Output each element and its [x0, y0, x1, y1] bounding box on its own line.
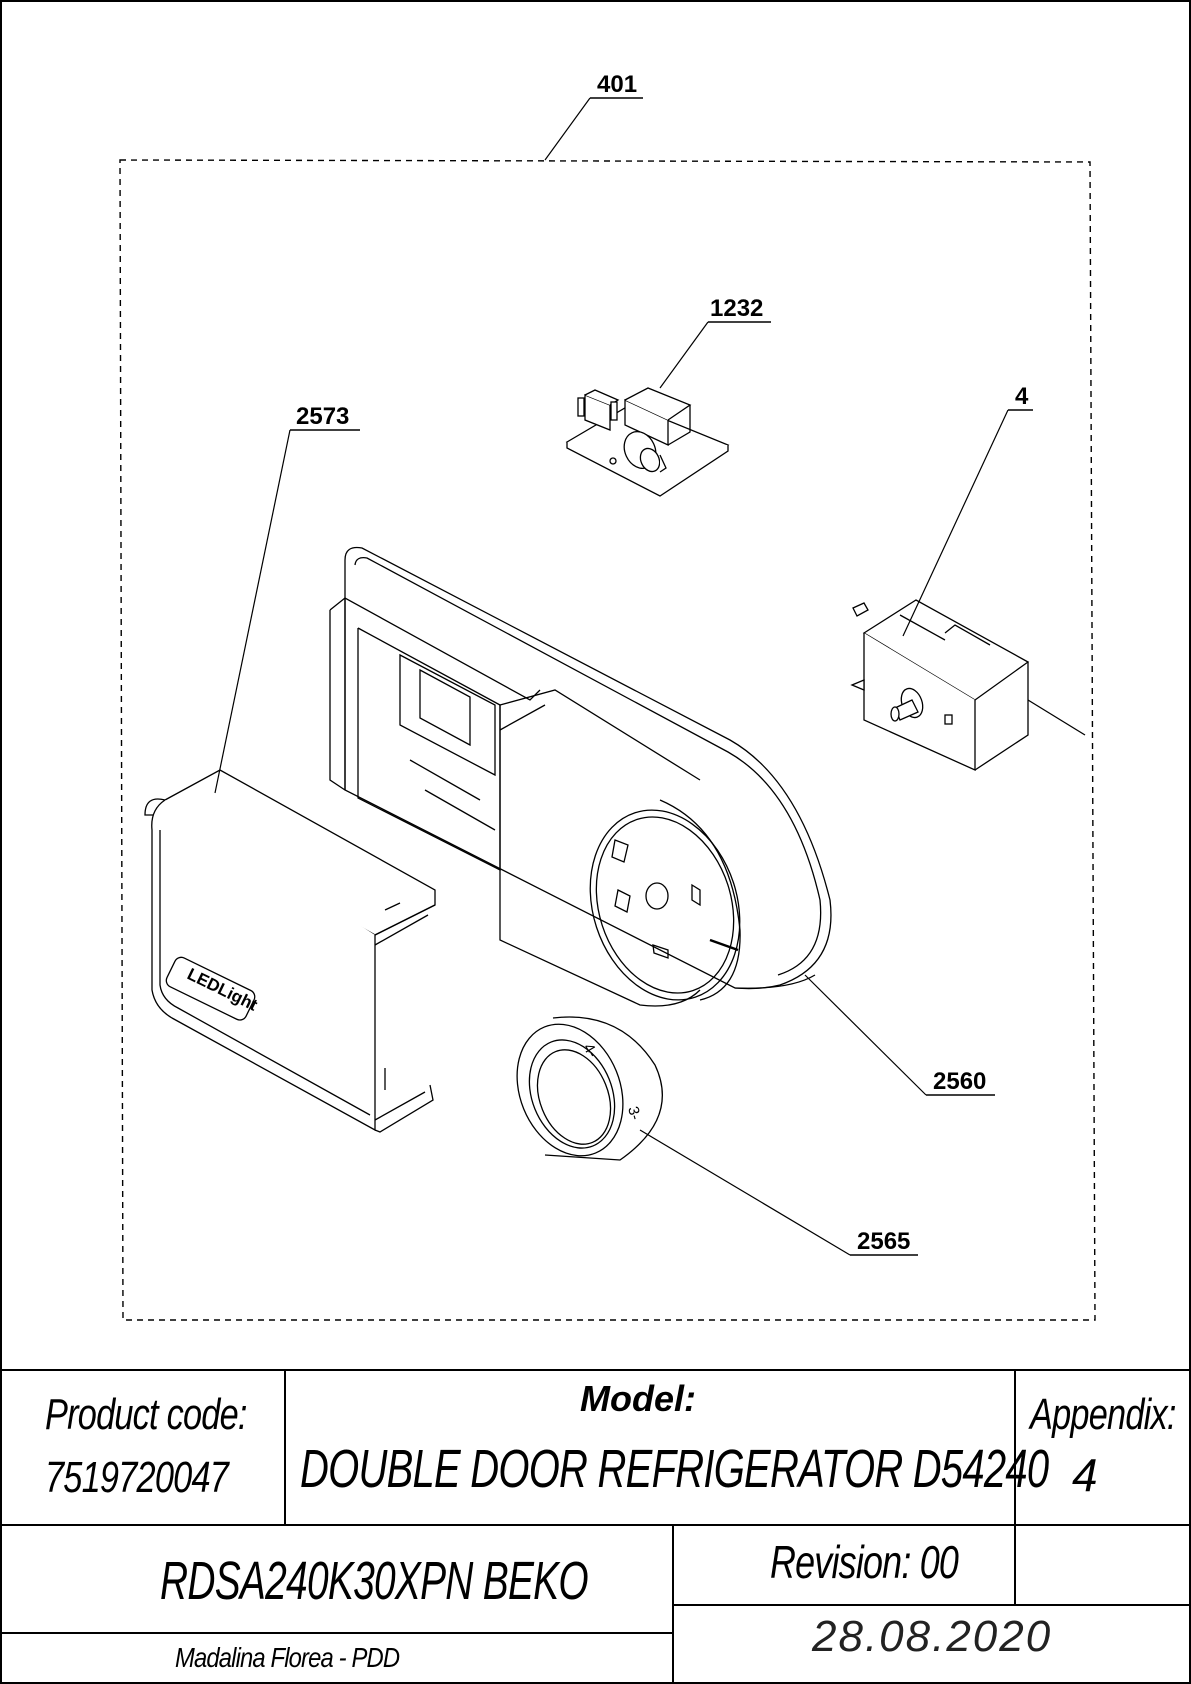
product-code-value: 7519720047 — [45, 1453, 229, 1502]
model-value: DOUBLE DOOR REFRIGERATOR D54240 — [300, 1439, 1049, 1499]
product-code-label: Product code: — [45, 1390, 247, 1439]
assembly-group-boundary — [119, 159, 1096, 1321]
callout-label-2565: 2565 — [857, 1228, 910, 1255]
author: Madalina Florea - PDD — [175, 1642, 400, 1673]
title-block-grid — [0, 1369, 1191, 1684]
revision: Revision: 00 — [770, 1536, 959, 1588]
appendix-label: Appendix: — [1030, 1390, 1176, 1439]
callout-2573: 2573 — [214, 403, 360, 794]
callout-label-4: 4 — [1015, 383, 1029, 410]
callout-label-1232: 1232 — [710, 295, 763, 322]
thermostat-switch — [850, 599, 1086, 772]
callout-2560: 2560 — [804, 974, 995, 1096]
pcb-board — [565, 387, 730, 497]
callout-1232: 1232 — [659, 295, 771, 389]
callout-2565: 2565 — [639, 1129, 918, 1256]
led-light-cover: LEDLight — [144, 769, 436, 1133]
callout-401: 401 — [544, 71, 643, 161]
variant-code: RDSA240K30XPN BEKO — [160, 1551, 589, 1611]
temperature-knob: 4- 3- — [516, 1016, 663, 1161]
callout-4: 4 — [902, 383, 1033, 637]
control-housing — [329, 546, 832, 1007]
model-label: Model: — [580, 1378, 696, 1419]
appendix-value: 4 — [1072, 1449, 1098, 1501]
callout-label-2573: 2573 — [296, 403, 349, 430]
knob-mark-3: 3- — [624, 1105, 644, 1122]
callout-label-2560: 2560 — [933, 1068, 986, 1095]
date: 28.08.2020 — [812, 1612, 1053, 1661]
callout-label-401: 401 — [597, 71, 637, 98]
